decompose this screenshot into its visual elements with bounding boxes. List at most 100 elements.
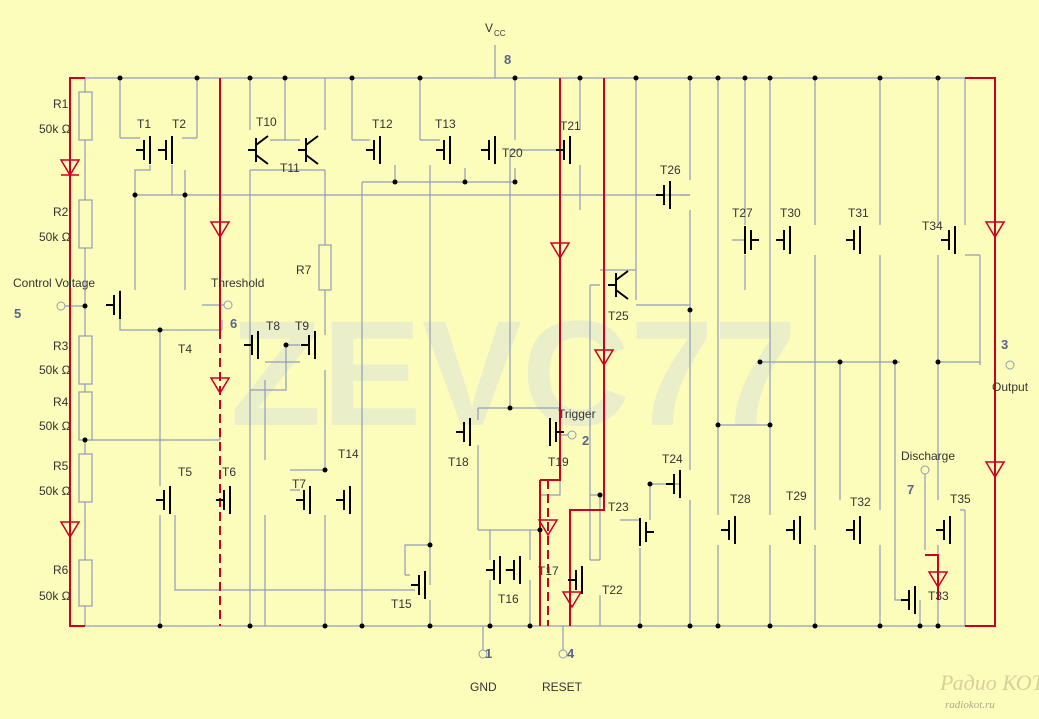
junction-dot [247,75,253,81]
gnd-label: GND [470,680,497,694]
junction-dot [935,75,941,81]
pin-terminals [56,300,1015,659]
diode-d3 [209,377,231,395]
label-t5: T5 [178,465,192,479]
transistor-t23 [639,518,654,546]
reset-label: RESET [542,680,583,694]
junction-dot [392,179,398,185]
r2-value: 50k Ω [39,230,71,244]
junctions [82,75,941,629]
junction-dot [715,422,721,428]
junction-dot [637,623,643,629]
label-t15: T15 [391,597,412,611]
r6-value: 50k Ω [39,589,71,603]
label-t17: T17 [538,564,559,578]
r4-name: R4 [53,395,69,409]
junction-dot [427,623,433,629]
resistor-r4 [78,391,93,441]
junction-dot [767,623,773,629]
junction-dot [687,307,693,313]
junction-dot [512,75,518,81]
reset-pin-number: 4 [567,646,575,661]
label-t10: T10 [256,115,277,129]
junction-dot [812,75,818,81]
junction-dot [757,359,763,365]
junction-dot [767,75,773,81]
diode-d7 [537,519,559,537]
output-pin-number: 3 [1001,337,1008,352]
control-voltage-label: Control Voltage [13,276,95,290]
junction-dot [427,542,433,548]
threshold-label: Threshold [211,276,264,290]
transistor-t21 [556,136,571,164]
transistor-t28 [721,516,736,544]
junction-dot [417,75,423,81]
logo-url: radiokot.ru [945,699,995,711]
transistor-t20 [481,136,496,164]
control-pin-number: 5 [14,306,21,321]
junction-dot [597,492,603,498]
transistor-t24 [666,470,681,498]
junction-dot [742,75,748,81]
label-t24: T24 [662,452,683,466]
junction-dot [82,303,88,309]
junction-dot [132,192,138,198]
resistor-r7 [318,244,332,291]
vcc-subscript: CC [494,29,506,38]
r3-value: 50k Ω [39,363,71,377]
transistor-t6 [216,486,231,514]
r1-name: R1 [53,97,69,111]
junction-dot [877,75,883,81]
transistor-t26 [656,181,671,209]
junction-dot [877,623,883,629]
transistor-t9 [301,331,316,359]
label-t18: T18 [448,455,469,469]
pin-4-terminal [558,649,568,659]
junction-dot [507,405,513,411]
label-t33: T33 [928,589,949,603]
transistor-t31 [846,226,861,254]
transistor-t25 [608,270,629,300]
r4-value: 50k Ω [39,419,71,433]
label-t34: T34 [922,219,943,233]
transistor-t12 [366,136,381,164]
label-t13: T13 [435,117,456,131]
watermark: ZEVC77 [230,289,797,457]
transistor-t13 [436,136,451,164]
label-t30: T30 [780,206,801,220]
r2-name: R2 [53,205,69,219]
transistor-symbols [106,135,956,614]
pin-6-terminal [223,300,233,310]
resistor-bodies [78,91,332,607]
trigger-pin-number: 2 [582,433,589,448]
label-t26: T26 [660,163,681,177]
resistor-r1 [78,91,93,141]
label-t1: T1 [137,117,151,131]
junction-dot [715,75,721,81]
transistor-t15 [411,571,426,599]
transistor-t19 [549,418,564,446]
junction-dot [935,623,941,629]
threshold-pin-number: 6 [230,316,237,331]
transistor-t2 [158,136,173,164]
pin-3-terminal [1005,360,1015,370]
diode-d6 [593,349,615,367]
transistor-t10 [248,135,269,165]
junction-dot [837,359,843,365]
r7-name: R7 [296,263,312,277]
transistor-t33 [901,586,916,614]
label-t35: T35 [950,492,971,506]
label-t11: T11 [280,161,300,175]
pin-5-terminal [56,301,66,311]
label-t12: T12 [372,117,393,131]
label-t20: T20 [502,146,523,160]
diode-d9 [927,571,949,589]
diode-d10 [984,221,1006,239]
transistor-t29 [786,516,801,544]
label-t6: T6 [222,465,236,479]
diode-d11 [984,461,1006,479]
vcc-pin-number: 8 [504,52,511,67]
junction-dot [194,75,200,81]
label-t23: T23 [608,500,629,514]
